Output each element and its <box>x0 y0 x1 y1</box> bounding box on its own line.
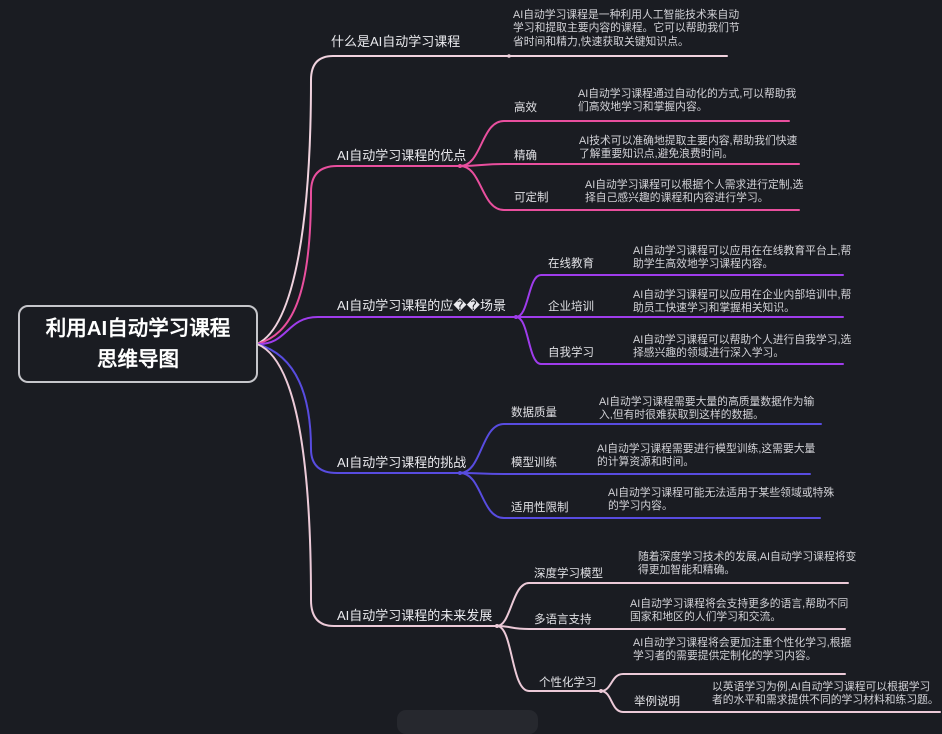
subnode-accurate[interactable]: 精确 <box>514 150 537 162</box>
subnode-model-training[interactable]: 模型训练 <box>511 457 557 469</box>
leaf-node-self-learning[interactable]: AI自动学习课程可以帮助个人进行自我学习,选 择感兴趣的领域进行深入学习。 <box>633 334 852 360</box>
connector-branch-future <box>256 343 498 627</box>
connector-advantages-accurate <box>459 163 800 167</box>
subnode-efficient[interactable]: 高效 <box>514 102 537 114</box>
connector-branch-challenges <box>256 343 461 474</box>
subnode-deep-learning-models[interactable]: 深度学习模型 <box>534 568 603 580</box>
leaf-node-personalized-learning[interactable]: AI自动学习课程将会更加注重个性化学习,根据 学习者的需要提供定制化的学习内容。 <box>633 637 852 663</box>
branch-node-challenges[interactable]: AI自动学习课程的挑战 <box>337 455 467 470</box>
subnode-self-learning[interactable]: 自我学习 <box>548 347 594 359</box>
junction-dot <box>507 54 511 58</box>
connector-future-personalized <box>496 625 602 692</box>
bottom-toolbar[interactable] <box>397 710 538 734</box>
leaf-node-multilingual-support[interactable]: AI自动学习课程将会支持更多的语言,帮助不同 国家和地区的人们学习和交流。 <box>630 598 849 624</box>
connector-scenarios-online <box>515 274 844 318</box>
connector-branch-what <box>256 55 728 345</box>
leaf-node-example[interactable]: 以英语学习为例,AI自动学习课程可以根据学习 者的水平和需求提供不同的学习材料和… <box>712 681 939 707</box>
connector-branch-advantages <box>256 165 461 345</box>
leaf-node-efficient[interactable]: AI自动学习课程通过自动化的方式,可以帮助我 们高效地学习和掌握内容。 <box>578 88 797 114</box>
junction-dot <box>495 624 499 628</box>
leaf-node-online-education[interactable]: AI自动学习课程可以应用在在线教育平台上,帮 助学生高效地学习课程内容。 <box>633 245 852 271</box>
leaf-node-model-training[interactable]: AI自动学习课程需要进行模型训练,这需要大量 的计算资源和时间。 <box>597 443 816 469</box>
subnode-customizable[interactable]: 可定制 <box>514 192 549 204</box>
connector-future-deeplearning <box>496 582 849 627</box>
branch-node-advantages[interactable]: AI自动学习课程的优点 <box>337 148 467 163</box>
branch-node-what[interactable]: 什么是AI自动学习课程 <box>331 34 461 49</box>
leaf-node-deep-learning-models[interactable]: 随着深度学习技术的发展,AI自动学习课程将变 得更加智能和精确。 <box>638 551 857 577</box>
subnode-multilingual-support[interactable]: 多语言支持 <box>534 614 592 626</box>
junction-dot <box>514 315 518 319</box>
subnode-personalized-learning[interactable]: 个性化学习 <box>539 677 597 689</box>
leaf-node-data-quality[interactable]: AI自动学习课程需要大量的高质量数据作为输 入,但有时很难获取到这样的数据。 <box>599 396 815 422</box>
branch-node-scenarios[interactable]: AI自动学习课程的应��场景 <box>337 298 506 313</box>
connector-scenarios-self <box>515 316 844 365</box>
subnode-data-quality[interactable]: 数据质量 <box>511 407 557 419</box>
connector-personalized-example <box>600 690 941 713</box>
subnode-online-education[interactable]: 在线教育 <box>548 258 594 270</box>
leaf-node-applicability-limits[interactable]: AI自动学习课程可能无法适用于某些领域或特殊 的学习内容。 <box>608 487 835 513</box>
leaf-node-accurate[interactable]: AI技术可以准确地提取主要内容,帮助我们快速 了解重要知识点,避免浪费时间。 <box>579 135 798 161</box>
junction-dot <box>458 164 462 168</box>
connector-personalized-leaf <box>600 673 846 692</box>
leaf-node-customizable[interactable]: AI自动学习课程可以根据个人需求进行定制,选 择自己感兴趣的课程和内容进行学习。 <box>585 179 804 205</box>
connector-advantages-customizable <box>459 165 800 211</box>
connector-advantages-efficient <box>459 120 790 167</box>
connector-challenges-data <box>459 423 822 474</box>
connector-challenges-applicability <box>459 472 821 519</box>
leaf-node-what[interactable]: AI自动学习课程是一种利用人工智能技术来自动 学习和提取主要内容的课程。它可以帮… <box>513 9 740 48</box>
root-node[interactable]: 利用AI自动学习课程 思维导图 <box>18 305 258 383</box>
connector-branch-scenarios <box>256 316 517 346</box>
junction-dot <box>458 471 462 475</box>
subnode-applicability-limits[interactable]: 适用性限制 <box>511 502 569 514</box>
connector-challenges-training <box>459 472 811 475</box>
junction-dot <box>599 689 603 693</box>
leaf-node-corporate-training[interactable]: AI自动学习课程可以应用在企业内部培训中,帮 助员工快速学习和掌握相关知识。 <box>633 289 852 315</box>
subnode-corporate-training[interactable]: 企业培训 <box>548 301 594 313</box>
root-node-label: 利用AI自动学习课程 思维导图 <box>45 317 231 371</box>
branch-node-future[interactable]: AI自动学习课程的未来发展 <box>337 608 493 623</box>
connector-future-multilingual <box>496 625 846 630</box>
subnode-example[interactable]: 举例说明 <box>634 696 680 708</box>
